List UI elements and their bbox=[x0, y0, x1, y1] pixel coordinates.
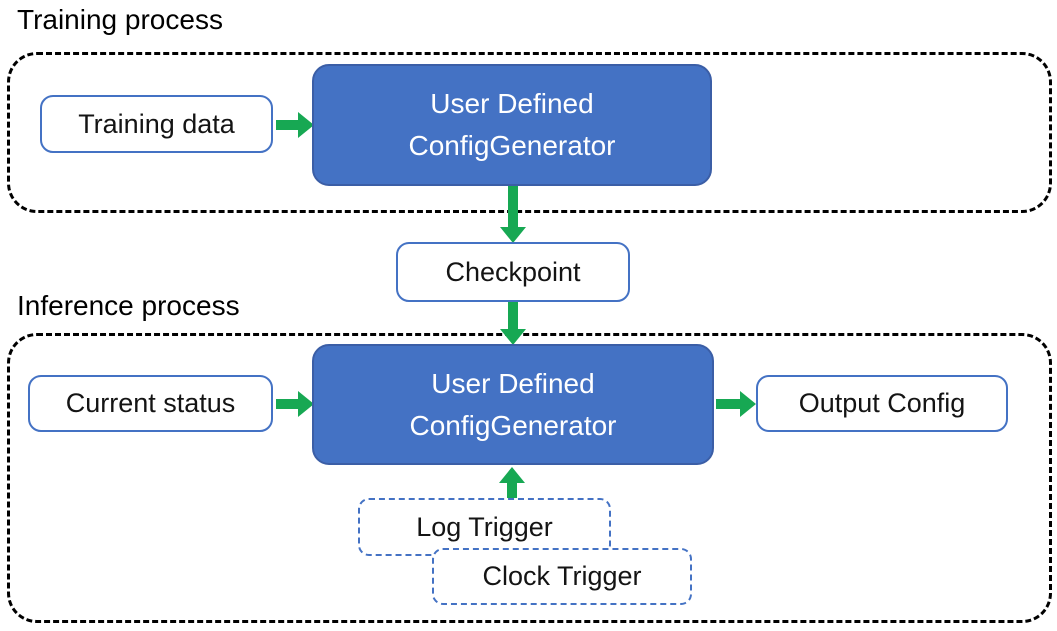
clock-trigger-node: Clock Trigger bbox=[432, 548, 692, 605]
arrow-training-data-to-generator-shaft bbox=[276, 120, 300, 130]
arrow-generator-to-checkpoint-shaft bbox=[508, 186, 518, 228]
arrow-checkpoint-to-generator-shaft bbox=[508, 301, 518, 330]
training-data-label: Training data bbox=[78, 108, 235, 139]
arrow-generator-to-output-shaft bbox=[716, 399, 741, 409]
output-config-label: Output Config bbox=[798, 388, 966, 418]
inference-process-container bbox=[7, 333, 1052, 623]
output-config-node: Output Config bbox=[756, 375, 1008, 432]
inference-config-generator-line1: User Defined bbox=[431, 367, 595, 399]
training-data-node: Training data bbox=[40, 95, 273, 153]
training-process-label: Training process bbox=[17, 4, 223, 35]
arrow-current-status-to-generator-shaft bbox=[276, 399, 300, 409]
checkpoint-node: Checkpoint bbox=[396, 242, 630, 302]
inference-process-label: Inference process bbox=[17, 290, 240, 321]
inference-config-generator-node: User Defined ConfigGenerator bbox=[312, 344, 714, 465]
arrow-checkpoint-to-generator-head bbox=[500, 329, 526, 345]
arrow-training-data-to-generator-head bbox=[298, 112, 314, 138]
inference-config-generator-line2: ConfigGenerator bbox=[409, 409, 617, 441]
checkpoint-label: Checkpoint bbox=[445, 256, 581, 287]
arrow-generator-to-checkpoint-head bbox=[500, 227, 526, 243]
current-status-node: Current status bbox=[28, 375, 273, 432]
arrow-trigger-to-generator-head bbox=[499, 467, 525, 483]
clock-trigger-label: Clock Trigger bbox=[482, 561, 642, 591]
arrow-generator-to-output-head bbox=[740, 391, 756, 417]
training-config-generator-line1: User Defined bbox=[430, 88, 594, 119]
log-trigger-label: Log Trigger bbox=[416, 511, 553, 542]
arrow-trigger-to-generator-shaft bbox=[507, 482, 517, 498]
training-config-generator-line2: ConfigGenerator bbox=[408, 130, 616, 161]
current-status-label: Current status bbox=[65, 388, 236, 418]
training-config-generator-node: User Defined ConfigGenerator bbox=[312, 64, 712, 186]
arrow-current-status-to-generator-head bbox=[298, 391, 314, 417]
training-process-container bbox=[7, 52, 1052, 213]
